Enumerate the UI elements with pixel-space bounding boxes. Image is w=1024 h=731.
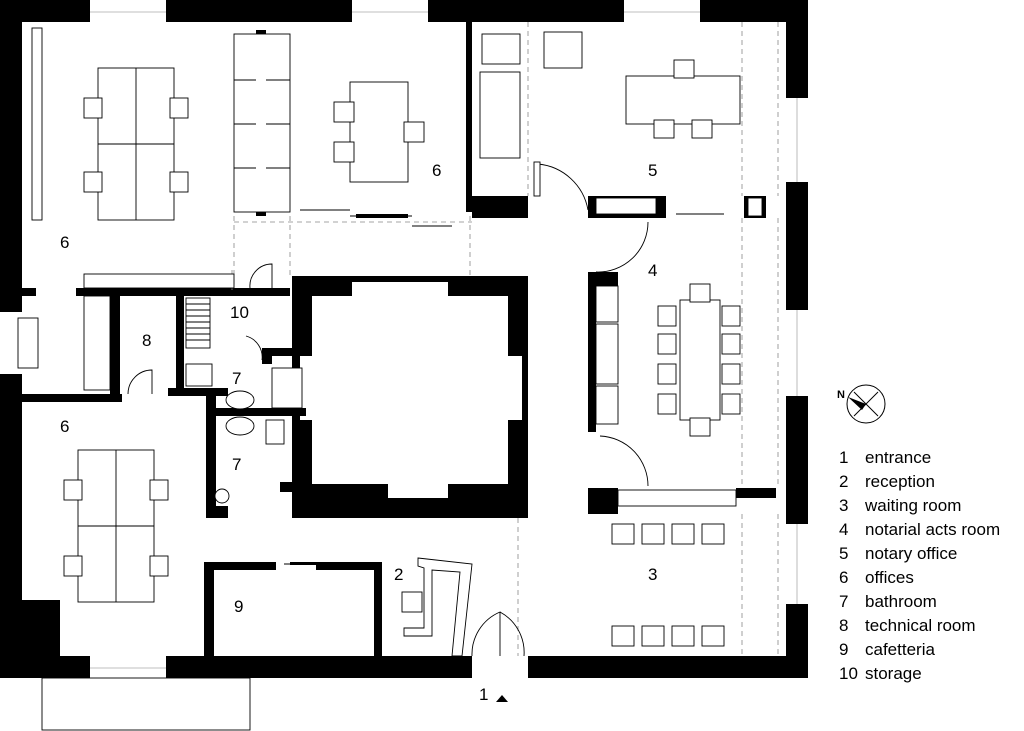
- room-label-storage: 10: [230, 303, 249, 322]
- office-furniture-upper-left: [31, 27, 235, 289]
- room-label-entrance: 1: [479, 685, 488, 704]
- legend-label: notarial acts room: [865, 520, 1001, 539]
- doors: [127, 161, 649, 702]
- windows: [0, 0, 808, 731]
- legend-label: entrance: [865, 448, 932, 467]
- legend-item: 8 technical room: [839, 614, 1000, 638]
- legend-number: 5: [839, 544, 849, 563]
- legend-label: cafetteria: [865, 640, 935, 659]
- legend-number: 1: [839, 448, 849, 467]
- room-label-bathroom-upper: 7: [232, 369, 241, 388]
- legend-number: 9: [839, 640, 849, 659]
- legend-number: 7: [839, 592, 849, 611]
- legend-number: 4: [839, 520, 849, 539]
- legend-item: 3 waiting room: [839, 494, 1000, 518]
- office-furniture-upper-mid: [300, 81, 452, 227]
- room-label-bathroom-lower: 7: [232, 455, 241, 474]
- legend-label: notary office: [865, 544, 958, 563]
- legend-item: 1 entrance: [839, 446, 1000, 470]
- compass-north-label: N: [837, 389, 845, 401]
- north-compass: N: [837, 384, 886, 424]
- room-label-cafeteria: 9: [234, 597, 243, 616]
- reception-desk: [284, 557, 473, 657]
- legend-number: 3: [839, 496, 849, 515]
- legend-item: 9 cafetteria: [839, 638, 1000, 662]
- legend-item: 4 notarial acts room: [839, 518, 1000, 542]
- legend-item: 10 storage: [839, 662, 1000, 686]
- legend-label: offices: [865, 568, 914, 587]
- room-legend: 1 entrance 2 reception 3 waiting room 4 notaria…: [839, 446, 1000, 686]
- legend-number: 10: [839, 664, 858, 683]
- conference-furniture: [595, 283, 741, 507]
- legend-number: 2: [839, 472, 849, 491]
- legend-item: 5 notary office: [839, 542, 1000, 566]
- legend-label: storage: [865, 664, 922, 683]
- legend-label: waiting room: [865, 496, 962, 515]
- legend-label: technical room: [865, 616, 976, 635]
- legend-item: 7 bathroom: [839, 590, 1000, 614]
- notary-office-furniture: [479, 31, 763, 217]
- service-fixtures: [83, 295, 303, 504]
- room-label-technical: 8: [142, 331, 151, 350]
- legend-label: bathroom: [865, 592, 937, 611]
- room-label-offices-upper-left: 6: [60, 233, 69, 252]
- room-label-offices-upper-mid: 6: [432, 161, 441, 180]
- room-label-notary: 5: [648, 161, 657, 180]
- waiting-room-furniture: [611, 523, 725, 647]
- room-label-reception: 2: [394, 565, 403, 584]
- legend-item: 2 reception: [839, 470, 1000, 494]
- legend-label: reception: [865, 472, 935, 491]
- room-label-waiting: 3: [648, 565, 657, 584]
- legend-number: 6: [839, 568, 849, 587]
- room-label-notarial: 4: [648, 261, 657, 280]
- legend-item: 6 offices: [839, 566, 1000, 590]
- room-label-offices-lower-left: 6: [60, 417, 69, 436]
- office-furniture-lower-left: [63, 449, 169, 603]
- room-number-labels: 6 6 5 4 10 8 7 6 7 2 3 9 1: [60, 161, 657, 704]
- boundary-lines: [231, 22, 779, 656]
- legend-number: 8: [839, 616, 849, 635]
- shelving: [233, 33, 291, 213]
- central-core: [292, 276, 528, 518]
